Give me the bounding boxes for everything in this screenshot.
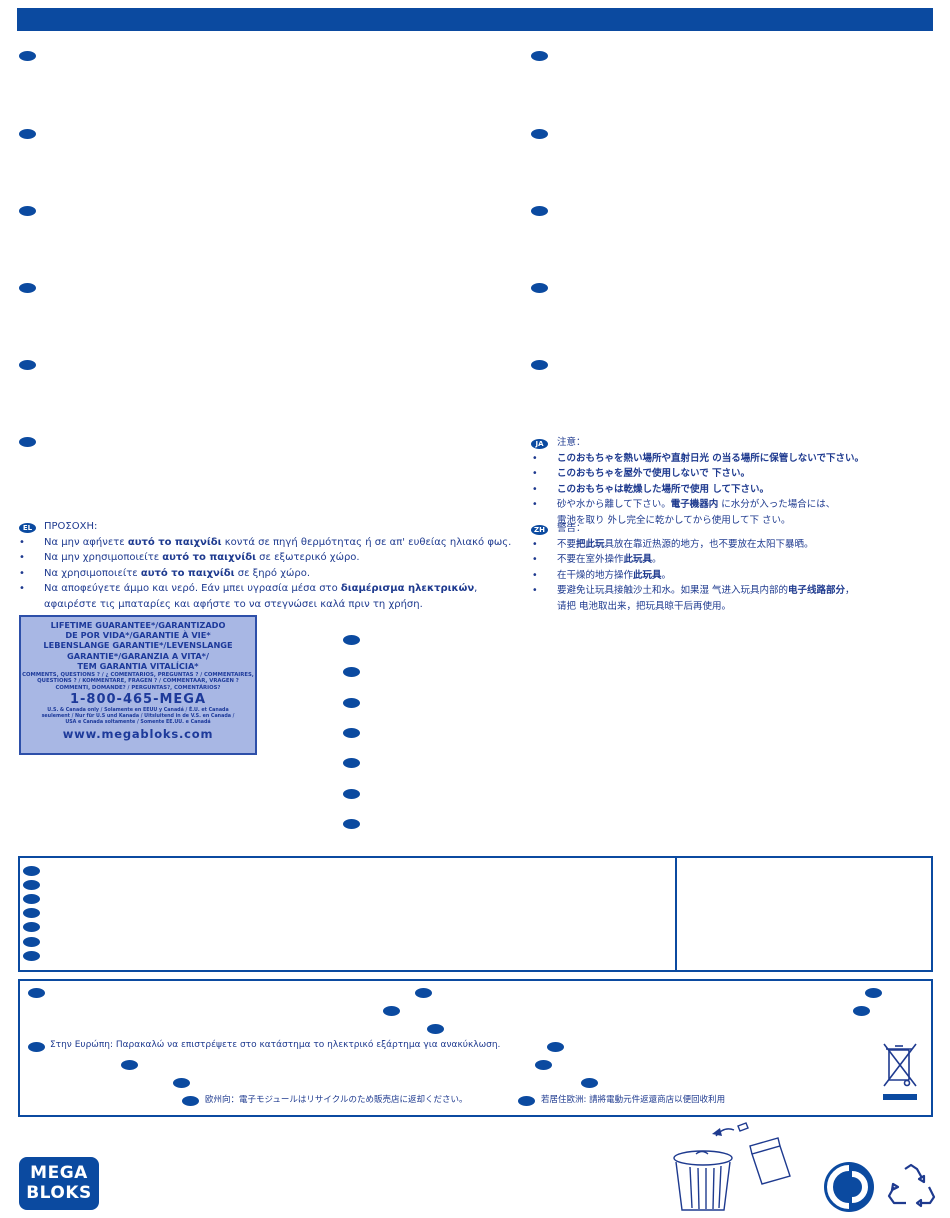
language-badge	[853, 1006, 870, 1016]
crossed-out-bin-icon	[883, 1043, 917, 1100]
language-badge	[19, 360, 36, 370]
warning-item: •不要把此玩具放在靠近热源的地方，也不要放在太阳下暴晒。	[532, 538, 814, 550]
language-badge	[343, 667, 360, 677]
language-badge	[23, 922, 40, 932]
logo-line: BLOKS	[26, 1183, 92, 1203]
warning-heading: 警告：	[557, 523, 586, 534]
language-badge	[343, 789, 360, 799]
recycling-text-ja: 欧州向：電子モジュールはリサイクルのため販売店に返却ください。	[205, 1095, 468, 1105]
warning-item: •Να αποφεύγετε άμμο και νερό. Εάν μπει υ…	[19, 583, 478, 594]
guarantee-url[interactable]: www.megabloks.com	[62, 727, 214, 742]
language-badge-el: EL	[19, 523, 36, 533]
language-badge	[343, 758, 360, 768]
warning-item: •砂や水から離して下さい。電子機器内 に水分が入った場合には、	[532, 499, 836, 510]
language-badge	[427, 1024, 444, 1034]
header-bar	[17, 8, 933, 31]
warning-item-continued: 電池を取り 外し完全に乾かしてから使用して下 さい。	[557, 514, 791, 526]
guarantee-title-line: DE POR VIDA*/GARANTIE À VIE*	[65, 630, 211, 641]
japanese-warning: 注意： •このおもちゃを熱い場所や直射日光 の当る場所に保管しないで下さい。 •…	[531, 435, 931, 528]
language-badge	[343, 635, 360, 645]
warning-item: •Να μην αφήνετε αυτό το παιχνίδι κοντά σ…	[19, 536, 512, 548]
language-badge	[23, 866, 40, 876]
language-badge	[19, 51, 36, 61]
greek-warning: ΠΡΟΣΟΧΗ: •Να μην αφήνετε αυτό το παιχνίδ…	[18, 519, 512, 612]
guarantee-comments: QUESTIONS ? / KOMMENTARE, FRAGEN ? / COM…	[37, 678, 239, 685]
language-badge	[182, 1096, 199, 1106]
warning-item: •在干燥的地方操作此玩具。	[532, 569, 672, 581]
warning-item: •Να χρησιμοποιείτε αυτό το παιχνίδι σε ξ…	[19, 567, 311, 579]
guarantee-title-line: GARANTIE*/GARANZIA A VITA*/	[67, 650, 209, 661]
language-badge	[23, 880, 40, 890]
logo-line: MEGA	[30, 1163, 88, 1183]
language-badge	[383, 1006, 400, 1016]
mega-bloks-logo: MEGA BLOKS	[19, 1157, 99, 1210]
language-badge	[531, 360, 548, 370]
language-badge	[343, 819, 360, 829]
language-badge	[547, 1042, 564, 1052]
green-dot-icon	[824, 1162, 874, 1212]
language-badge-zh: ZH	[531, 525, 548, 535]
guarantee-region: seulement / Nur für U.S und Kanada / Uit…	[41, 714, 235, 720]
language-badge	[23, 937, 40, 947]
warning-item: •このおもちゃを屋外で使用しないで 下さい。	[532, 468, 751, 479]
guarantee-title-line: LEBENSLANGE GARANTIE*/LEVENSLANGE	[43, 640, 233, 651]
language-badge	[531, 283, 548, 293]
language-badge	[173, 1078, 190, 1088]
language-badge	[23, 951, 40, 961]
language-badge	[19, 437, 36, 447]
guarantee-box: LIFETIME GUARANTEE*/GARANTIZADO DE POR V…	[19, 615, 257, 755]
trash-can-recycle-icon	[673, 1122, 791, 1211]
warning-heading: ΠΡΟΣΟΧΗ:	[44, 521, 98, 532]
language-badge	[19, 129, 36, 139]
guarantee-title-line: TEM GARANTIA VITALÍCIA*	[77, 660, 199, 671]
guarantee-region: USA e Canada soltamente / Somente EE.UU.…	[65, 720, 211, 726]
language-badge	[28, 988, 45, 998]
language-badge	[535, 1060, 552, 1070]
info-table-divider	[675, 856, 677, 972]
info-table-box	[18, 856, 933, 972]
language-badge	[28, 1042, 45, 1052]
language-badge	[23, 908, 40, 918]
language-badge	[121, 1060, 138, 1070]
recycling-text-zh: 若居住歐洲: 請將電動元件返還商店以便回收利用	[541, 1095, 726, 1105]
guarantee-title-line: LIFETIME GUARANTEE*/GARANTIZADO	[50, 620, 226, 630]
language-badge	[19, 206, 36, 216]
language-badge	[581, 1078, 598, 1088]
warning-item-continued: αφαιρέστε τις μπαταρίες και αφήστε το να…	[44, 598, 423, 610]
warning-item: •Να μην χρησιμοποιείτε αυτό το παιχνίδι …	[19, 552, 360, 563]
warning-item: •このおもちゃは乾燥した場所で使用 して下さい。	[532, 483, 770, 495]
warning-item: •不要在室外操作此玩具。	[532, 554, 662, 565]
chinese-warning: 警告： •不要把此玩具放在靠近热源的地方，也不要放在太阳下暴晒。 •不要在室外操…	[531, 521, 931, 614]
language-badge	[531, 206, 548, 216]
language-badge	[531, 51, 548, 61]
language-badge	[531, 129, 548, 139]
recycling-text-el: Στην Ευρώπη: Παρακαλώ να επιστρέψετε στο…	[50, 1040, 501, 1050]
guarantee-comments: COMMENTS, QUESTIONS ? / ¿ COMENTARIOS, P…	[22, 672, 254, 679]
language-badge	[19, 283, 36, 293]
recycling-box	[18, 979, 933, 1117]
guarantee-region: U.S. & Canada only / Solamente en EEUU y…	[47, 708, 229, 714]
warning-item: •要避免让玩具接触沙土和水。如果湿 气进入玩具内部的电子线路部分，	[532, 585, 855, 596]
warning-item-continued: 请把 电池取出来，把玩具晾干后再使用。	[557, 600, 732, 612]
language-badge	[23, 894, 40, 904]
recycle-triangle-icon	[887, 1163, 936, 1208]
warning-item: •このおもちゃを熱い場所や直射日光 の当る場所に保管しないで下さい。	[532, 452, 865, 464]
language-badge	[518, 1096, 535, 1106]
language-badge-ja: JA	[531, 439, 548, 449]
language-badge	[343, 698, 360, 708]
guarantee-comments: COMMENTI, DOMANDE? / PERGUNTAS?, COMENTÁ…	[55, 684, 221, 691]
language-badge	[415, 988, 432, 998]
language-badge	[865, 988, 882, 998]
warning-heading: 注意：	[557, 437, 586, 448]
guarantee-phone[interactable]: 1-800-465-MEGA	[69, 692, 207, 708]
language-badge	[343, 728, 360, 738]
